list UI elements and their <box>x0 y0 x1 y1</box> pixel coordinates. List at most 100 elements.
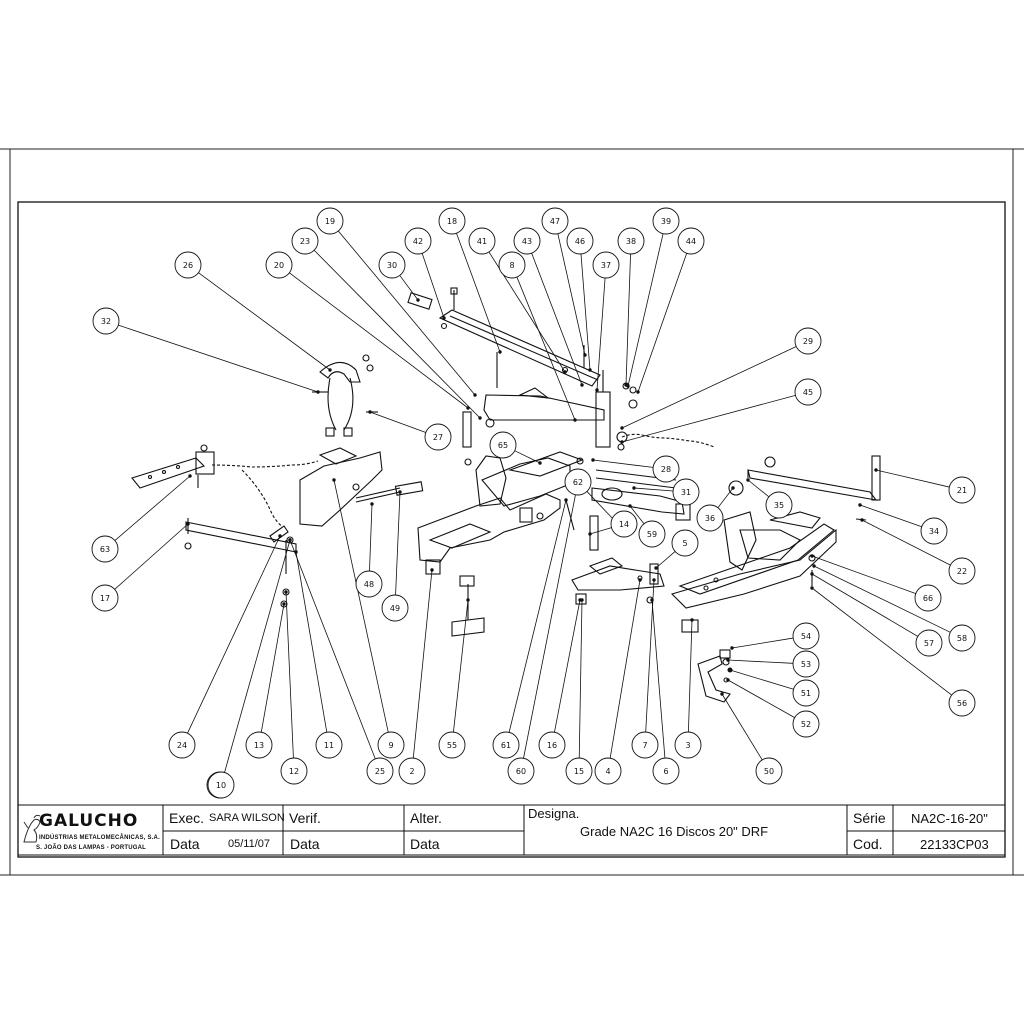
callout-circle <box>315 731 343 759</box>
leader-line-10 <box>224 539 291 773</box>
callout-circle <box>565 757 593 785</box>
leader-end-35 <box>746 478 750 482</box>
callout-4: 4 <box>594 757 622 785</box>
leader-line-22 <box>861 519 951 566</box>
callout-number: 57 <box>924 639 934 648</box>
leader-end-48 <box>370 502 374 506</box>
callout-circle <box>755 757 783 785</box>
callout-circle <box>245 731 273 759</box>
callout-number: 43 <box>522 237 532 246</box>
callout-63: 63 <box>91 535 119 563</box>
callout-circle <box>792 679 820 707</box>
callout-number: 14 <box>619 520 629 529</box>
callout-65: 65 <box>489 431 517 459</box>
callout-circle <box>381 594 409 622</box>
callout-18: 18 <box>438 207 466 235</box>
leader-end-46 <box>588 368 592 372</box>
callout-number: 53 <box>801 660 811 669</box>
leader-end-13 <box>282 602 286 606</box>
callout-number: 18 <box>447 217 457 226</box>
leader-line-21 <box>875 469 950 488</box>
callout-circle <box>280 757 308 785</box>
callout-number: 4 <box>605 767 610 776</box>
callout-26: 26 <box>174 251 202 279</box>
leader-line-59 <box>629 505 645 525</box>
callout-number: 21 <box>957 486 967 495</box>
leader-line-5 <box>655 551 676 569</box>
leader-end-20 <box>466 406 470 410</box>
callout-24: 24 <box>168 731 196 759</box>
leader-line-11 <box>295 551 328 733</box>
callout-circle <box>792 622 820 650</box>
callout-circle <box>920 517 948 545</box>
callout-11: 11 <box>315 731 343 759</box>
leader-end-3 <box>690 618 694 622</box>
leader-line-60 <box>523 481 579 759</box>
callout-29: 29 <box>794 327 822 355</box>
leader-line-2 <box>412 569 433 759</box>
callout-number: 11 <box>324 741 334 750</box>
leader-end-21 <box>874 468 878 472</box>
callout-number: 59 <box>647 530 657 539</box>
callout-circle <box>915 629 943 657</box>
leader-end-47 <box>583 353 587 357</box>
leader-end-58 <box>812 564 816 568</box>
leader-end-65 <box>538 461 542 465</box>
callout-number: 13 <box>254 741 264 750</box>
leader-end-7 <box>652 578 656 582</box>
callout-number: 5 <box>682 539 687 548</box>
callout-number: 19 <box>325 217 335 226</box>
leader-line-14 <box>589 527 612 535</box>
callout-number: 39 <box>661 217 671 226</box>
callout-number: 25 <box>375 767 385 776</box>
callout-circle <box>355 570 383 598</box>
callout-34: 34 <box>920 517 948 545</box>
callout-circle <box>610 510 638 538</box>
callout-bubbles: 1234567891011121314151617181920212223242… <box>91 207 976 799</box>
callout-number: 31 <box>681 488 691 497</box>
callout-19: 19 <box>316 207 344 235</box>
callout-circle <box>366 757 394 785</box>
callout-circle <box>564 468 592 496</box>
callout-number: 60 <box>516 767 526 776</box>
callout-number: 16 <box>547 741 557 750</box>
callout-number: 51 <box>801 689 811 698</box>
leader-line-29 <box>621 346 797 429</box>
callout-17: 17 <box>91 584 119 612</box>
callout-leaders <box>114 230 952 773</box>
callout-number: 9 <box>388 741 393 750</box>
callout-circle <box>378 251 406 279</box>
callout-circle <box>652 207 680 235</box>
callout-number: 47 <box>550 217 560 226</box>
callout-22: 22 <box>948 557 976 585</box>
leader-line-43 <box>531 253 583 386</box>
callout-36: 36 <box>696 504 724 532</box>
callout-circle <box>168 731 196 759</box>
callout-number: 52 <box>801 720 811 729</box>
callout-13: 13 <box>245 731 273 759</box>
callout-number: 46 <box>575 237 585 246</box>
callout-62: 62 <box>564 468 592 496</box>
callout-25: 25 <box>366 757 394 785</box>
leader-end-53 <box>726 658 730 662</box>
callout-circle <box>507 757 535 785</box>
leader-end-12 <box>284 590 288 594</box>
leader-line-50 <box>721 693 763 761</box>
leader-end-18 <box>498 350 502 354</box>
callout-20: 20 <box>265 251 293 279</box>
company-location: S. JOÃO DAS LAMPAS - PORTUGAL <box>36 845 147 851</box>
callout-59: 59 <box>638 520 666 548</box>
callout-54: 54 <box>792 622 820 650</box>
leader-end-61 <box>564 498 568 502</box>
callout-30: 30 <box>378 251 406 279</box>
callout-number: 36 <box>705 514 715 523</box>
callout-circle <box>538 731 566 759</box>
callout-15: 15 <box>565 757 593 785</box>
callout-37: 37 <box>592 251 620 279</box>
title-block-frame <box>17 804 1006 856</box>
callout-28: 28 <box>652 455 680 483</box>
callout-circle <box>424 423 452 451</box>
callout-number: 49 <box>390 604 400 613</box>
leader-line-15 <box>578 599 583 759</box>
callout-58: 58 <box>948 624 976 652</box>
